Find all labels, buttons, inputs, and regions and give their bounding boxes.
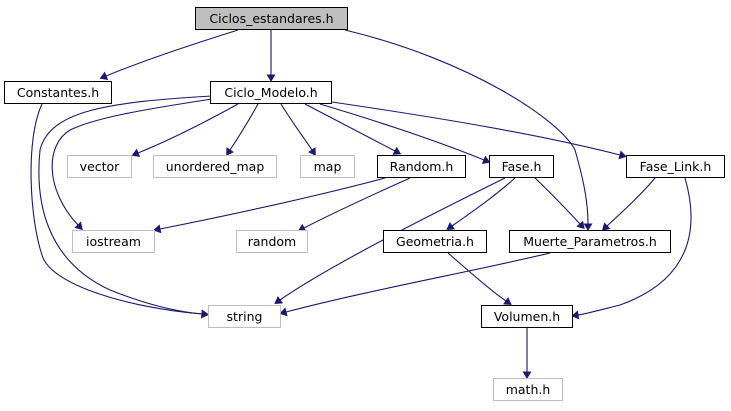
edge-ciclo-modelo-to-fase-link <box>331 101 627 160</box>
edge-ciclo-modelo-to-iostream <box>51 98 213 231</box>
edge-constantes-to-string <box>30 103 209 319</box>
node-string[interactable]: string <box>208 305 281 328</box>
edge-fase-link-to-muerte-parametros <box>601 177 656 231</box>
arrowhead <box>481 155 491 164</box>
node-label: map <box>314 159 342 174</box>
edges-layer <box>30 29 692 379</box>
arrowhead <box>618 150 627 160</box>
edge-muerte-parametros-to-string <box>279 252 551 317</box>
edge-ciclos-estandares-to-constantes <box>99 29 239 80</box>
node-label: Constantes.h <box>17 85 99 100</box>
edge-ciclo-modelo-to-fase <box>319 103 491 164</box>
edge-volumen-to-math <box>522 328 532 379</box>
arrowhead <box>153 224 162 234</box>
edge-ciclo-modelo-to-map <box>280 103 316 156</box>
edge-ciclos-estandares-to-muerte-parametros <box>344 29 593 231</box>
arrowhead <box>307 147 316 156</box>
edge-geometria-to-volumen <box>447 252 512 305</box>
node-label: Ciclos_estandares.h <box>209 11 333 26</box>
arrowhead <box>392 146 402 155</box>
node-label: Geometria.h <box>396 234 474 249</box>
node-unordered-map[interactable]: unordered_map <box>153 155 277 178</box>
arrowhead <box>503 297 512 305</box>
edge-ciclos-estandares-to-ciclo-modelo <box>266 30 276 82</box>
node-vector[interactable]: vector <box>67 155 132 178</box>
node-map[interactable]: map <box>300 155 355 178</box>
node-label: random <box>248 234 296 249</box>
node-label: Fase_Link.h <box>640 159 712 174</box>
edge-random-h-to-iostream <box>153 177 386 234</box>
node-volumen[interactable]: Volumen.h <box>481 305 573 328</box>
arrowhead <box>74 221 83 231</box>
arrowhead <box>583 223 593 231</box>
node-math[interactable]: math.h <box>493 378 563 401</box>
edge-fase-link-to-volumen <box>571 177 692 320</box>
node-label: vector <box>80 159 121 174</box>
arrowhead <box>522 371 532 379</box>
node-random-h[interactable]: Random.h <box>377 155 466 178</box>
node-label: Muerte_Parametros.h <box>523 234 657 249</box>
arrowhead <box>201 309 209 319</box>
edge-ciclo-modelo-to-random-h <box>304 103 402 155</box>
arrowhead <box>571 310 580 320</box>
node-constantes[interactable]: Constantes.h <box>4 81 112 104</box>
node-label: Volumen.h <box>494 309 560 324</box>
node-label: string <box>227 309 263 324</box>
arrowhead <box>99 71 109 80</box>
node-label: Ciclo_Modelo.h <box>224 85 317 100</box>
node-ciclos-estandares[interactable]: Ciclos_estandares.h <box>195 7 348 30</box>
node-geometria[interactable]: Geometria.h <box>383 230 487 253</box>
edge-fase-to-muerte-parametros <box>534 177 585 230</box>
node-random[interactable]: random <box>236 230 308 253</box>
arrowhead <box>601 222 611 231</box>
arrowhead <box>274 296 283 304</box>
node-fase-link[interactable]: Fase_Link.h <box>626 155 725 178</box>
arrowhead <box>576 220 585 230</box>
node-label: unordered_map <box>166 159 265 174</box>
arrowhead <box>226 147 235 156</box>
node-label: Random.h <box>390 159 454 174</box>
node-fase[interactable]: Fase.h <box>489 155 554 178</box>
arrowhead <box>131 148 141 157</box>
edge-ciclo-modelo-to-vector <box>131 103 239 157</box>
edge-fase-to-geometria <box>446 177 516 230</box>
node-label: iostream <box>86 234 141 249</box>
node-label: math.h <box>506 382 551 397</box>
edge-ciclo-modelo-to-unordered-map <box>226 103 259 156</box>
arrowhead <box>266 74 276 82</box>
node-iostream[interactable]: iostream <box>72 230 155 253</box>
arrowhead <box>279 307 288 317</box>
edge-ciclo-modelo-to-string <box>38 95 213 319</box>
arrowhead <box>446 222 455 230</box>
node-label: Fase.h <box>502 159 542 174</box>
node-muerte-parametros[interactable]: Muerte_Parametros.h <box>509 230 671 253</box>
node-ciclo-modelo[interactable]: Ciclo_Modelo.h <box>210 81 332 104</box>
